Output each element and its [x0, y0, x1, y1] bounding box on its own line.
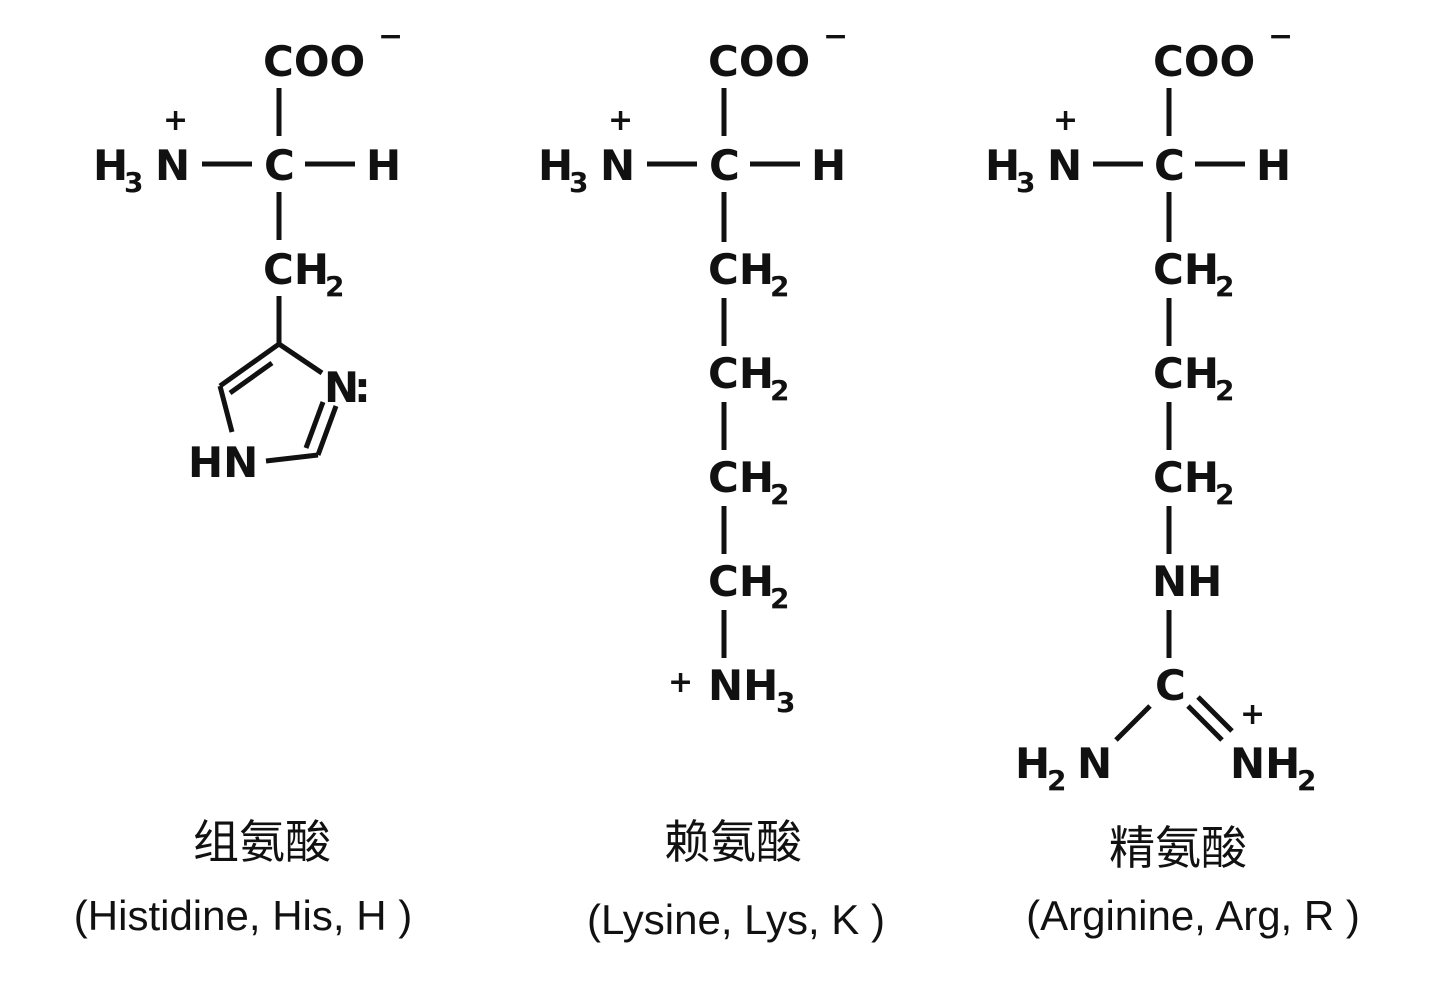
amino-h: H [538, 141, 573, 190]
ring-n3: N [324, 363, 359, 412]
nh-group: NH [1152, 557, 1222, 606]
ch2-group-3: CH [708, 453, 774, 502]
ch2-group-2: CH [1153, 349, 1219, 398]
h2n-n: N [1077, 739, 1112, 788]
ch2-subscript-3: 2 [1215, 478, 1234, 511]
ring-n3-lone-pair: : [354, 363, 371, 412]
nh2-charge: + [1240, 697, 1265, 732]
arginine-structure: COO − + H 3 N C H CH 2 CH 2 CH 2 NH C H … [985, 19, 1316, 797]
ch2-group-1: CH [708, 245, 774, 294]
ch2-subscript-1: 2 [1215, 270, 1234, 303]
alpha-carbon: C [1154, 141, 1185, 190]
ch2-group: CH [263, 245, 329, 294]
end-amino-charge: + [668, 665, 693, 700]
alpha-hydrogen: H [366, 141, 401, 190]
ch2-group-3: CH [1153, 453, 1219, 502]
carboxylate-charge: − [378, 19, 403, 54]
ch2-group-4: CH [708, 557, 774, 606]
arginine-english-name: (Arginine, Arg, R ) [1026, 892, 1360, 939]
ch2-subscript-4: 2 [770, 582, 789, 615]
ring-hn: HN [188, 438, 258, 487]
carboxylate-charge: − [1268, 19, 1293, 54]
h2n-subscript: 2 [1047, 764, 1066, 797]
bond-c-nh2-a [1186, 704, 1224, 742]
carboxylate-label: COO [1153, 37, 1255, 86]
lysine-english-name: (Lysine, Lys, K ) [587, 896, 885, 943]
amino-subscript: 3 [1016, 166, 1035, 199]
ch2-group-2: CH [708, 349, 774, 398]
alpha-hydrogen: H [1256, 141, 1291, 190]
arginine-chinese-name: 精氨酸 [1109, 821, 1247, 875]
histidine-chinese-name: 组氨酸 [193, 815, 331, 869]
alpha-carbon: C [709, 141, 740, 190]
bond-c-nh2-b [1196, 695, 1234, 733]
carboxylate-label: COO [708, 37, 810, 86]
amino-charge: + [1053, 103, 1078, 138]
ring-bond-c4-n3 [277, 341, 324, 376]
end-amino-subscript: 3 [776, 686, 795, 719]
carboxylate-label: COO [263, 37, 365, 86]
bond-c-h2n [1114, 704, 1152, 742]
h2n-h: H [1015, 739, 1050, 788]
ring-bond-n1-c2 [265, 452, 319, 464]
ring-bond-c4-c5 [218, 341, 281, 389]
ch2-subscript-1: 2 [770, 270, 789, 303]
histidine-structure: COO − + H 3 N C H CH 2 N : HN [93, 19, 403, 487]
ch2-subscript-3: 2 [770, 478, 789, 511]
amino-h: H [93, 141, 128, 190]
lysine-chinese-name: 赖氨酸 [664, 815, 802, 869]
amino-n: N [155, 141, 190, 190]
alpha-carbon: C [264, 141, 295, 190]
lysine-structure: COO − + H 3 N C H CH 2 CH 2 CH 2 CH 2 + … [538, 19, 848, 719]
ch2-subscript: 2 [325, 270, 344, 303]
ring-double-bond-c2-n3 [303, 401, 326, 449]
nh2-group: NH [1230, 739, 1300, 788]
amino-n: N [1047, 141, 1082, 190]
amino-h: H [985, 141, 1020, 190]
nh2-subscript: 2 [1297, 764, 1316, 797]
amino-charge: + [163, 103, 188, 138]
ring-double-bond-c4-c5 [228, 360, 274, 396]
ch2-group-1: CH [1153, 245, 1219, 294]
amino-n: N [600, 141, 635, 190]
guanidino-carbon: C [1155, 661, 1186, 710]
ch2-subscript-2: 2 [770, 374, 789, 407]
ring-bond-c5-n1 [217, 385, 235, 433]
carboxylate-charge: − [823, 19, 848, 54]
ring-bond-c2-n3 [315, 405, 339, 456]
histidine-english-name: (Histidine, His, H ) [74, 892, 412, 939]
ch2-subscript-2: 2 [1215, 374, 1234, 407]
amino-subscript: 3 [124, 166, 143, 199]
amino-subscript: 3 [569, 166, 588, 199]
end-amino-group: NH [708, 661, 778, 710]
alpha-hydrogen: H [811, 141, 846, 190]
amino-charge: + [608, 103, 633, 138]
